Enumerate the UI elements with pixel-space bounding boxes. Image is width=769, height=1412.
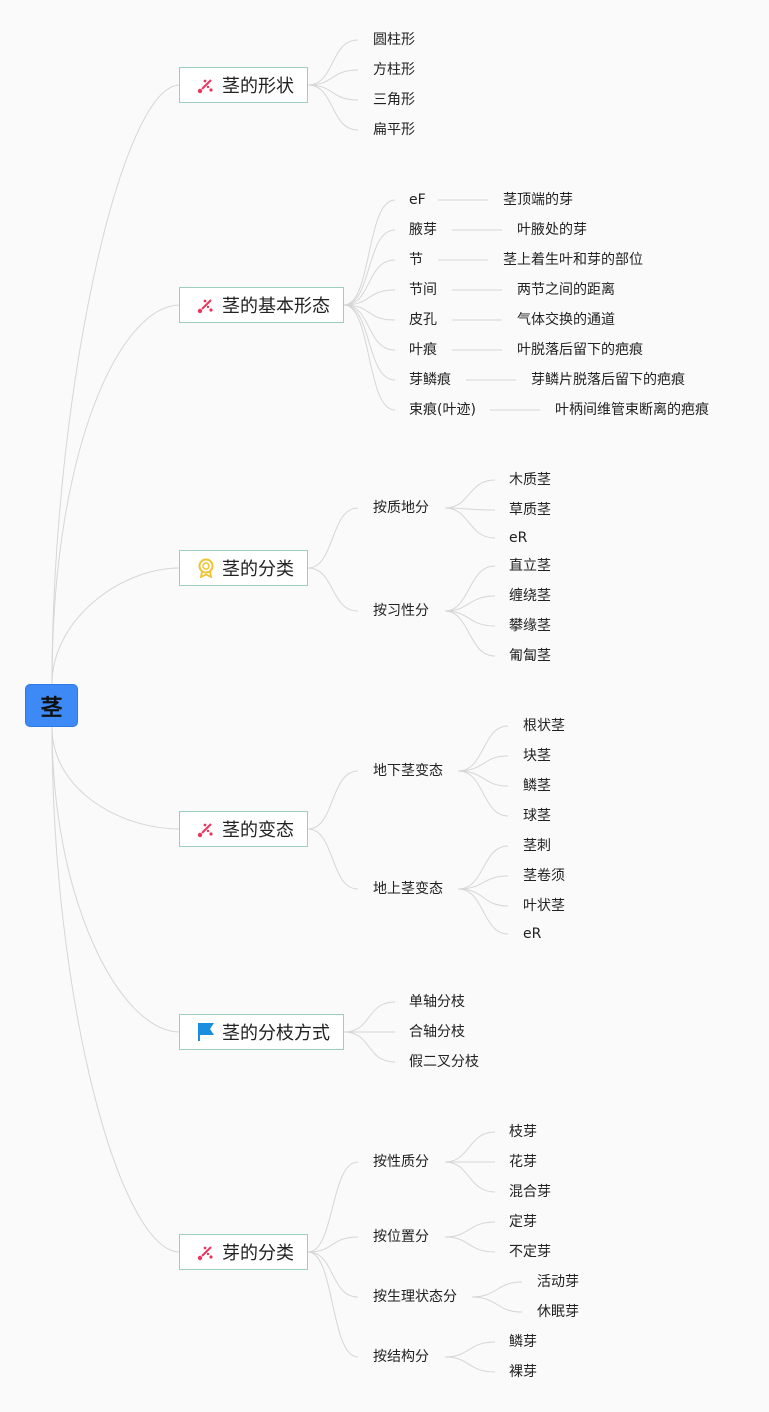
- group-node[interactable]: 地下茎变态: [373, 763, 443, 779]
- desc-node[interactable]: 叶脱落后留下的疤痕: [517, 342, 643, 358]
- leaf-node[interactable]: 裸芽: [509, 1364, 537, 1380]
- sparkle-icon: [196, 75, 216, 95]
- award-icon: [196, 558, 216, 578]
- desc-node[interactable]: 茎上着生叶和芽的部位: [503, 252, 643, 268]
- group-node[interactable]: 按习性分: [373, 603, 429, 619]
- leaf-node[interactable]: 枝芽: [509, 1124, 537, 1140]
- topic-label: 茎的形状: [222, 76, 294, 97]
- group-node[interactable]: 按生理状态分: [373, 1289, 457, 1305]
- desc-node[interactable]: 叶柄间维管束断离的疤痕: [555, 402, 709, 418]
- group-node[interactable]: 按位置分: [373, 1229, 429, 1245]
- leaf-node[interactable]: 花芽: [509, 1154, 537, 1170]
- leaf-node[interactable]: 假二叉分枝: [409, 1054, 479, 1070]
- leaf-node[interactable]: 休眠芽: [537, 1304, 579, 1320]
- term-node[interactable]: 皮孔: [409, 312, 437, 328]
- topic-bud-classification[interactable]: 芽的分类: [179, 1234, 308, 1270]
- root-label: 茎: [40, 695, 63, 721]
- leaf-node[interactable]: 鳞茎: [523, 778, 551, 794]
- term-node[interactable]: 芽鳞痕: [409, 372, 451, 388]
- desc-node[interactable]: 两节之间的距离: [517, 282, 615, 298]
- leaf-node[interactable]: 鳞芽: [509, 1334, 537, 1350]
- leaf-node[interactable]: 根状茎: [523, 718, 565, 734]
- leaf-node[interactable]: 混合芽: [509, 1184, 551, 1200]
- leaf-node[interactable]: 茎刺: [523, 838, 551, 854]
- leaf-node[interactable]: 茎卷须: [523, 868, 565, 884]
- topic-label: 茎的基本形态: [222, 296, 330, 317]
- topic-stem-basic-form[interactable]: 茎的基本形态: [179, 287, 344, 323]
- topic-stem-metamorphosis[interactable]: 茎的变态: [179, 811, 308, 847]
- leaf-node[interactable]: 球茎: [523, 808, 551, 824]
- group-node[interactable]: 按结构分: [373, 1349, 429, 1365]
- leaf-node[interactable]: 直立茎: [509, 558, 551, 574]
- sparkle-icon: [196, 295, 216, 315]
- leaf-node[interactable]: 木质茎: [509, 472, 551, 488]
- term-node[interactable]: 叶痕: [409, 342, 437, 358]
- leaf-node[interactable]: 定芽: [509, 1214, 537, 1230]
- topic-stem-branching[interactable]: 茎的分枝方式: [179, 1014, 344, 1050]
- leaf-node[interactable]: 叶状茎: [523, 898, 565, 914]
- leaf-node[interactable]: 攀缘茎: [509, 618, 551, 634]
- flag-icon: [196, 1022, 216, 1042]
- leaf-node[interactable]: 草质茎: [509, 502, 551, 518]
- desc-node[interactable]: 气体交换的通道: [517, 312, 615, 328]
- term-node[interactable]: 腋芽: [409, 222, 437, 238]
- sparkle-icon: [196, 819, 216, 839]
- group-node[interactable]: 按质地分: [373, 500, 429, 516]
- leaf-node[interactable]: 不定芽: [509, 1244, 551, 1260]
- leaf-node[interactable]: 三角形: [373, 92, 415, 108]
- group-node[interactable]: 按性质分: [373, 1154, 429, 1170]
- desc-node[interactable]: 叶腋处的芽: [517, 222, 587, 238]
- leaf-node[interactable]: eR: [509, 530, 528, 546]
- leaf-node[interactable]: 活动芽: [537, 1274, 579, 1290]
- sparkle-icon: [196, 1242, 216, 1262]
- leaf-node[interactable]: 方柱形: [373, 62, 415, 78]
- topic-label: 芽的分类: [222, 1243, 294, 1264]
- term-node[interactable]: eF: [409, 192, 426, 208]
- leaf-node[interactable]: 匍匐茎: [509, 648, 551, 664]
- topic-stem-classification[interactable]: 茎的分类: [179, 550, 308, 586]
- leaf-node[interactable]: 块茎: [523, 748, 551, 764]
- term-node[interactable]: 节间: [409, 282, 437, 298]
- leaf-node[interactable]: 扁平形: [373, 122, 415, 138]
- leaf-node[interactable]: 单轴分枝: [409, 994, 465, 1010]
- desc-node[interactable]: 茎顶端的芽: [503, 192, 573, 208]
- term-node[interactable]: 节: [409, 252, 423, 268]
- root-node[interactable]: 茎: [25, 684, 78, 727]
- term-node[interactable]: 束痕(叶迹): [409, 402, 476, 418]
- topic-label: 茎的分枝方式: [222, 1023, 330, 1044]
- topic-label: 茎的分类: [222, 559, 294, 580]
- topic-label: 茎的变态: [222, 820, 294, 841]
- topic-stem-shape[interactable]: 茎的形状: [179, 67, 308, 103]
- group-node[interactable]: 地上茎变态: [373, 881, 443, 897]
- desc-node[interactable]: 芽鳞片脱落后留下的疤痕: [531, 372, 685, 388]
- leaf-node[interactable]: 圆柱形: [373, 32, 415, 48]
- leaf-node[interactable]: 合轴分枝: [409, 1024, 465, 1040]
- leaf-node[interactable]: eR: [523, 926, 542, 942]
- leaf-node[interactable]: 缠绕茎: [509, 588, 551, 604]
